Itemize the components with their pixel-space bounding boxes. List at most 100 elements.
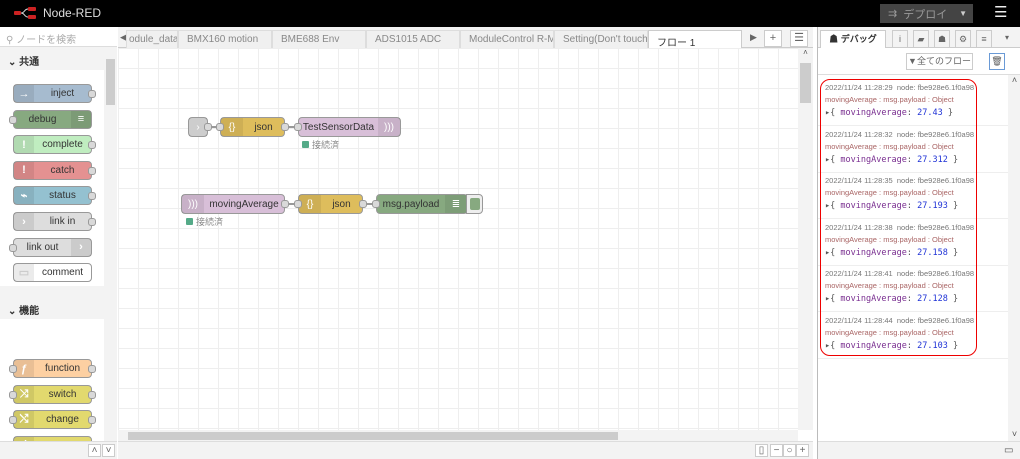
output-port[interactable]: [359, 200, 367, 208]
message-payload[interactable]: ▸{ movingAverage: 27.103 }: [825, 340, 959, 351]
tab-flow-1[interactable]: フロー 1: [648, 30, 742, 49]
message-node[interactable]: node: fbe928e6.1f0a98: [896, 222, 975, 232]
input-port[interactable]: [294, 200, 302, 208]
deploy-dropdown-icon[interactable]: ▼: [959, 9, 967, 18]
palette-node-debug[interactable]: debug≡: [9, 109, 92, 129]
info-tab-icon[interactable]: i: [892, 30, 908, 48]
output-port[interactable]: [281, 200, 289, 208]
debug-toggle-button[interactable]: [466, 194, 483, 214]
clear-messages-button[interactable]: 🗑: [989, 53, 1005, 70]
mqtt-in-node[interactable]: )))movingAverage: [181, 194, 289, 214]
expand-icon[interactable]: ▸: [825, 154, 831, 165]
tab-module-control[interactable]: ModuleControl R-MS: [460, 30, 554, 48]
mqtt-icon: ))): [378, 118, 400, 136]
expand-icon[interactable]: ▸: [825, 201, 831, 211]
payload-value: 27.128: [917, 294, 948, 304]
palette-node-change[interactable]: ⤭change: [9, 410, 96, 430]
palette-scrollbar[interactable]: [104, 47, 117, 441]
mqtt-out-node[interactable]: TestSensorData))): [294, 117, 401, 137]
zoom-reset-button[interactable]: ○: [783, 444, 796, 457]
add-flow-button[interactable]: +: [764, 30, 782, 47]
output-port[interactable]: [281, 123, 289, 131]
output-port[interactable]: [204, 123, 212, 131]
debug-scrollbar[interactable]: ˄˅: [1008, 75, 1020, 441]
palette-node-link-in[interactable]: ›link in: [13, 212, 96, 231]
message-payload[interactable]: ▸{ movingAverage: 27.193 }: [825, 201, 959, 211]
scroll-left-icon[interactable]: ◀: [120, 32, 127, 42]
scroll-right-icon[interactable]: ▶: [750, 32, 757, 42]
canvas-vscroll-thumb[interactable]: [800, 63, 811, 103]
palette-search-input[interactable]: ⚲ ノードを検索: [0, 27, 117, 47]
palette-node-range[interactable]: ı|range: [13, 435, 92, 441]
popout-icon[interactable]: ▭: [1004, 445, 1014, 456]
expand-icon[interactable]: ▸: [825, 247, 831, 258]
tab-bme688[interactable]: BME688 Env: [272, 30, 366, 48]
canvas-hscroll-thumb[interactable]: [128, 432, 618, 440]
input-port[interactable]: [294, 123, 302, 131]
message-payload[interactable]: ▸{ movingAverage: 27.158 }: [825, 247, 959, 258]
debug-message: 2022/11/24 11:28:35 node: fbe928e6.1f0a9…: [818, 172, 1008, 219]
flow-canvas[interactable]: › {}json TestSensorData))) 接続済 )))moving…: [118, 48, 798, 430]
expand-icon[interactable]: ▸: [825, 340, 831, 351]
tab-debug[interactable]: ☗ デバッグ: [820, 30, 886, 49]
palette-node-complete[interactable]: !complete: [13, 135, 96, 155]
filter-button[interactable]: ▼全てのフロー: [906, 53, 973, 70]
message-payload[interactable]: ▸{ movingAverage: 27.128 }: [825, 294, 959, 304]
navigator-button[interactable]: ▯: [755, 444, 768, 457]
message-node[interactable]: node: fbe928e6.1f0a98: [896, 176, 975, 185]
tab-bmx160[interactable]: BMX160 motion: [178, 30, 272, 48]
palette-node-comment[interactable]: ▭comment: [13, 263, 92, 283]
input-port[interactable]: [216, 123, 224, 131]
message-node[interactable]: node: fbe928e6.1f0a98: [896, 269, 975, 278]
node-label: movingAverage: [209, 198, 279, 210]
link-in-node[interactable]: ›: [188, 117, 212, 137]
message-node[interactable]: node: fbe928e6.1f0a98: [896, 83, 975, 92]
help-tab-icon[interactable]: ▰: [913, 30, 929, 48]
palette-node-inject[interactable]: →inject: [13, 84, 96, 103]
payload-value: 27.103: [917, 340, 948, 351]
config-tab-icon[interactable]: ⚙: [955, 30, 971, 48]
expand-icon[interactable]: ▸: [825, 108, 831, 118]
flow-list-button[interactable]: ☰: [790, 30, 808, 47]
workspace: ◀ odule_data BMX160 motion BME688 Env AD…: [118, 27, 813, 459]
debug-node[interactable]: msg.payload≣: [372, 194, 468, 214]
node-icon: !: [14, 136, 34, 154]
palette-scroll-thumb[interactable]: [106, 59, 115, 105]
json-icon: {}: [221, 118, 243, 136]
context-tab-icon[interactable]: ≡: [976, 30, 992, 48]
json-node-1[interactable]: {}json: [216, 117, 289, 137]
deploy-button[interactable]: ⇉デプロイ▼: [880, 4, 973, 23]
expand-icon[interactable]: ▸: [825, 294, 831, 304]
status-text: 接続済: [312, 140, 340, 150]
message-payload[interactable]: ▸{ movingAverage: 27.312 }: [825, 154, 959, 165]
message-node[interactable]: node: fbe928e6.1f0a98: [896, 315, 975, 325]
tab-setting[interactable]: Setting(Don't touch r: [554, 30, 648, 48]
payload-key: movingAverage: [840, 340, 907, 351]
tab-ads1015[interactable]: ADS1015 ADC: [366, 30, 460, 48]
hamburger-icon[interactable]: ☰: [994, 4, 1008, 21]
message-node[interactable]: node: fbe928e6.1f0a98: [896, 129, 975, 139]
output-port: [88, 390, 96, 399]
palette-node-switch[interactable]: ⤨switch: [9, 384, 96, 404]
app-title: Node-RED: [43, 6, 102, 20]
expand-all-button[interactable]: ˅: [102, 444, 115, 457]
tab-module-data[interactable]: odule_data: [126, 30, 178, 48]
debug-tab-icon[interactable]: ☗: [934, 30, 950, 48]
node-icon: ⤭: [14, 411, 34, 429]
zoom-out-button[interactable]: −: [770, 444, 783, 457]
category-header-common[interactable]: ⌄ 共通: [0, 48, 104, 70]
palette-node-status[interactable]: ⌁status: [13, 186, 96, 206]
input-port[interactable]: [372, 200, 380, 208]
category-header-function[interactable]: ⌄ 機能: [0, 297, 104, 319]
canvas-vertical-scrollbar[interactable]: ˄: [798, 48, 813, 430]
message-payload[interactable]: ▸{ movingAverage: 27.43 }: [825, 108, 953, 118]
sidebar-menu-dropdown-icon[interactable]: ▾: [1005, 33, 1010, 42]
palette-node-link-out[interactable]: link out›: [9, 237, 92, 257]
json-node-2[interactable]: {}json: [294, 194, 367, 214]
palette-node-catch[interactable]: !catch: [13, 160, 96, 180]
collapse-all-button[interactable]: ˄: [88, 444, 101, 457]
palette-footer: ˄ ˅: [0, 441, 117, 459]
zoom-in-button[interactable]: +: [796, 444, 809, 457]
